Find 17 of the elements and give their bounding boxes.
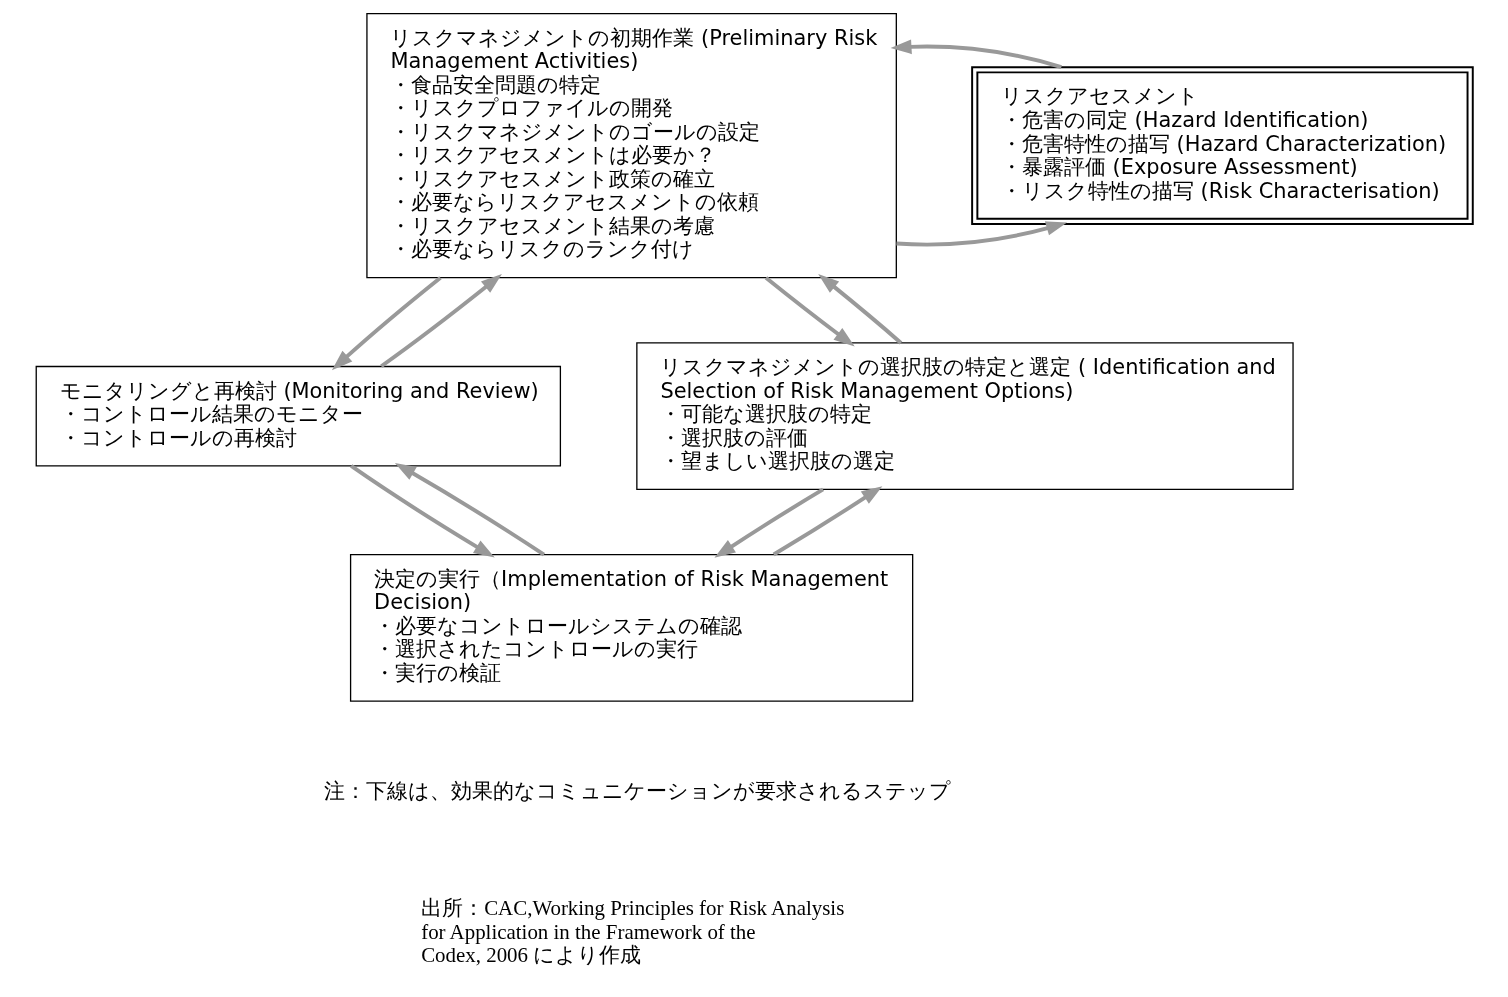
arrow [772,486,882,557]
arrow [817,274,902,345]
arrow [890,39,1062,69]
label: 注：下線は、効果的なコミュニケーションが要求されるステップ [323,778,951,803]
arrow [379,274,502,368]
arrow [394,463,545,557]
arrow [764,276,855,347]
label: 出所：CAC,Working Principles for Risk Analysis for Application in the Framework of the Codex, 2006 により作成 [420,896,844,968]
node-box: リスクマネジメントの選択肢の特定と選定 ( Identification and Selection of Risk Management Options) ・可能な選択肢の特定 ・選択肢の評価 ・望ましい選択肢の選定 [635,342,1294,490]
arrow [331,276,442,371]
node-box: 決定の実行（Implementation of Risk Management Decision) ・必要なコントロールシステムの確認 ・選択されたコントロールの実行 ・実行の検証 [349,554,913,702]
node-box: リスクアセスメント ・危害の同定 (Hazard Identification) ・危害特性の描写 (Hazard Characterization) ・暴露評価 (Exposure Assessment) ・リスク特性の描写 (Risk Characterisation) [970,66,1474,225]
node-box: モニタリングと再検討 (Monitoring and Review) ・コントロール結果のモニター ・コントロールの再検討 [35,365,561,467]
arrow [349,464,495,558]
arrow [895,221,1067,247]
node-box: リスクマネジメントの初期作業 (Preliminary Risk Management Activities) ・食品安全問題の特定 ・リスクプロファイルの開発 ・リスクマネジメントのゴールの設定 ・リスクアセスメントは必要か？ ・リスクアセスメント政策の確立 ・必要ならリスクアセスメントの依頼 ・リスクアセスメント結果の考慮 ・必要ならリスクのランク付け [365,12,897,279]
arrow [713,487,824,558]
